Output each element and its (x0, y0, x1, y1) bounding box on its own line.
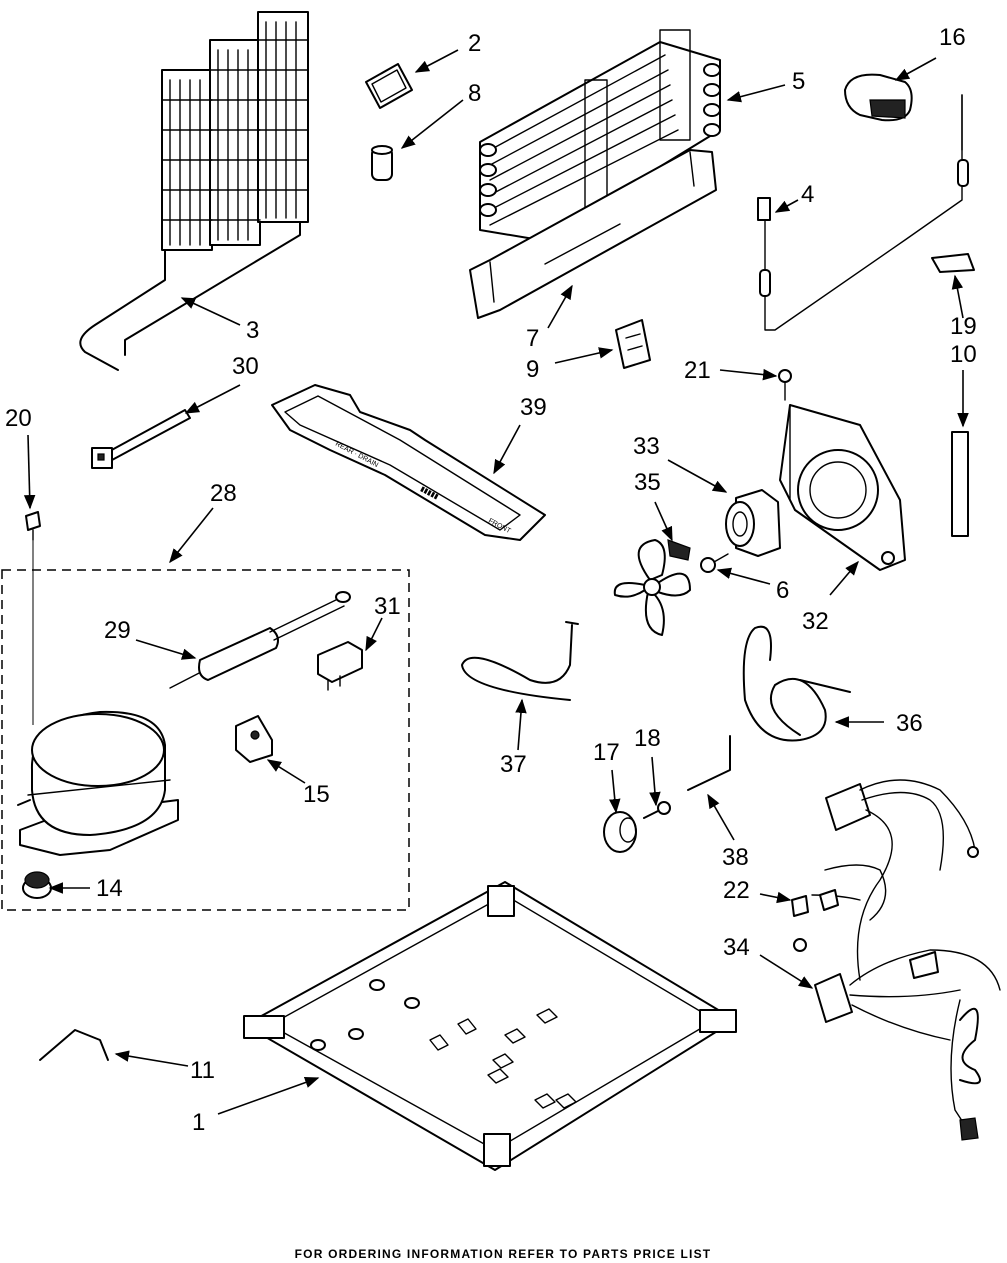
callout-6: 6 (776, 577, 789, 604)
l-tube (687, 735, 731, 791)
screw-21 (778, 369, 792, 401)
callout-2: 2 (468, 30, 481, 57)
filter-pad (365, 63, 413, 109)
accumulator-tube (169, 591, 351, 689)
callout-8: 8 (468, 80, 481, 107)
fan-motor (725, 489, 781, 557)
callout-3: 3 (246, 317, 259, 344)
fan-blade (613, 539, 691, 636)
callout-39: 39 (520, 394, 547, 421)
callout-32: 32 (802, 608, 829, 635)
compressor (17, 710, 179, 856)
callout-33: 33 (633, 433, 660, 460)
evaporator-trough (469, 149, 717, 319)
callout-30: 30 (232, 353, 259, 380)
overload-protector (235, 715, 273, 763)
callout-1: 1 (192, 1109, 205, 1136)
callout-28: 28 (210, 480, 237, 507)
screw-6 (700, 553, 729, 573)
callout-20: 20 (5, 405, 32, 432)
callout-35: 35 (634, 469, 661, 496)
callout-29: 29 (104, 617, 131, 644)
callout-31: 31 (374, 593, 401, 620)
callout-19: 19 (950, 313, 977, 340)
foam-strip (951, 431, 969, 537)
callout-4: 4 (801, 181, 814, 208)
fan-shroud (779, 404, 906, 571)
cable-tie (91, 409, 191, 469)
callout-37: 37 (500, 751, 527, 778)
screw-22 (791, 895, 809, 952)
callout-17: 17 (593, 739, 620, 766)
start-relay (317, 641, 363, 691)
callout-15: 15 (303, 781, 330, 808)
leader-lines (23, 49, 969, 1115)
roller-axle (643, 801, 671, 819)
callout-10: 10 (950, 341, 977, 368)
callout-38: 38 (722, 844, 749, 871)
callout-7: 7 (526, 325, 539, 352)
defrost-heater (757, 94, 969, 331)
callout-16: 16 (939, 24, 966, 51)
footer-note: FOR ORDERING INFORMATION REFER TO PARTS … (295, 1247, 712, 1261)
roller-wheel (603, 811, 637, 853)
callout-18: 18 (634, 725, 661, 752)
heater-clip (931, 253, 975, 273)
callout-36: 36 (896, 710, 923, 737)
callout-numbers: 2 8 3 5 16 4 7 9 19 10 21 30 39 33 35 6 … (5, 24, 977, 1136)
trough-clip (615, 319, 651, 369)
grommet (22, 871, 52, 899)
compressor-kit-box (1, 569, 410, 911)
drain-pan: REAR · DRAIN ▮▮▮▮▮ FRONT (271, 384, 546, 541)
callout-34: 34 (723, 934, 750, 961)
callout-11: 11 (190, 1057, 215, 1084)
callout-14: 14 (96, 875, 123, 902)
callout-5: 5 (792, 68, 805, 95)
callout-22: 22 (723, 877, 750, 904)
wiring-harness (811, 779, 1001, 1141)
drier (371, 145, 393, 181)
wire-clip (39, 1029, 109, 1061)
base-frame (243, 881, 737, 1171)
screw-20 (25, 511, 41, 725)
defrost-cap (844, 73, 913, 122)
callout-21: 21 (684, 357, 711, 384)
condenser-coil (79, 11, 309, 371)
evaporator (479, 29, 721, 241)
callout-9: 9 (526, 356, 539, 383)
drain-hose-36 (742, 625, 851, 742)
water-tube-37 (461, 621, 579, 701)
